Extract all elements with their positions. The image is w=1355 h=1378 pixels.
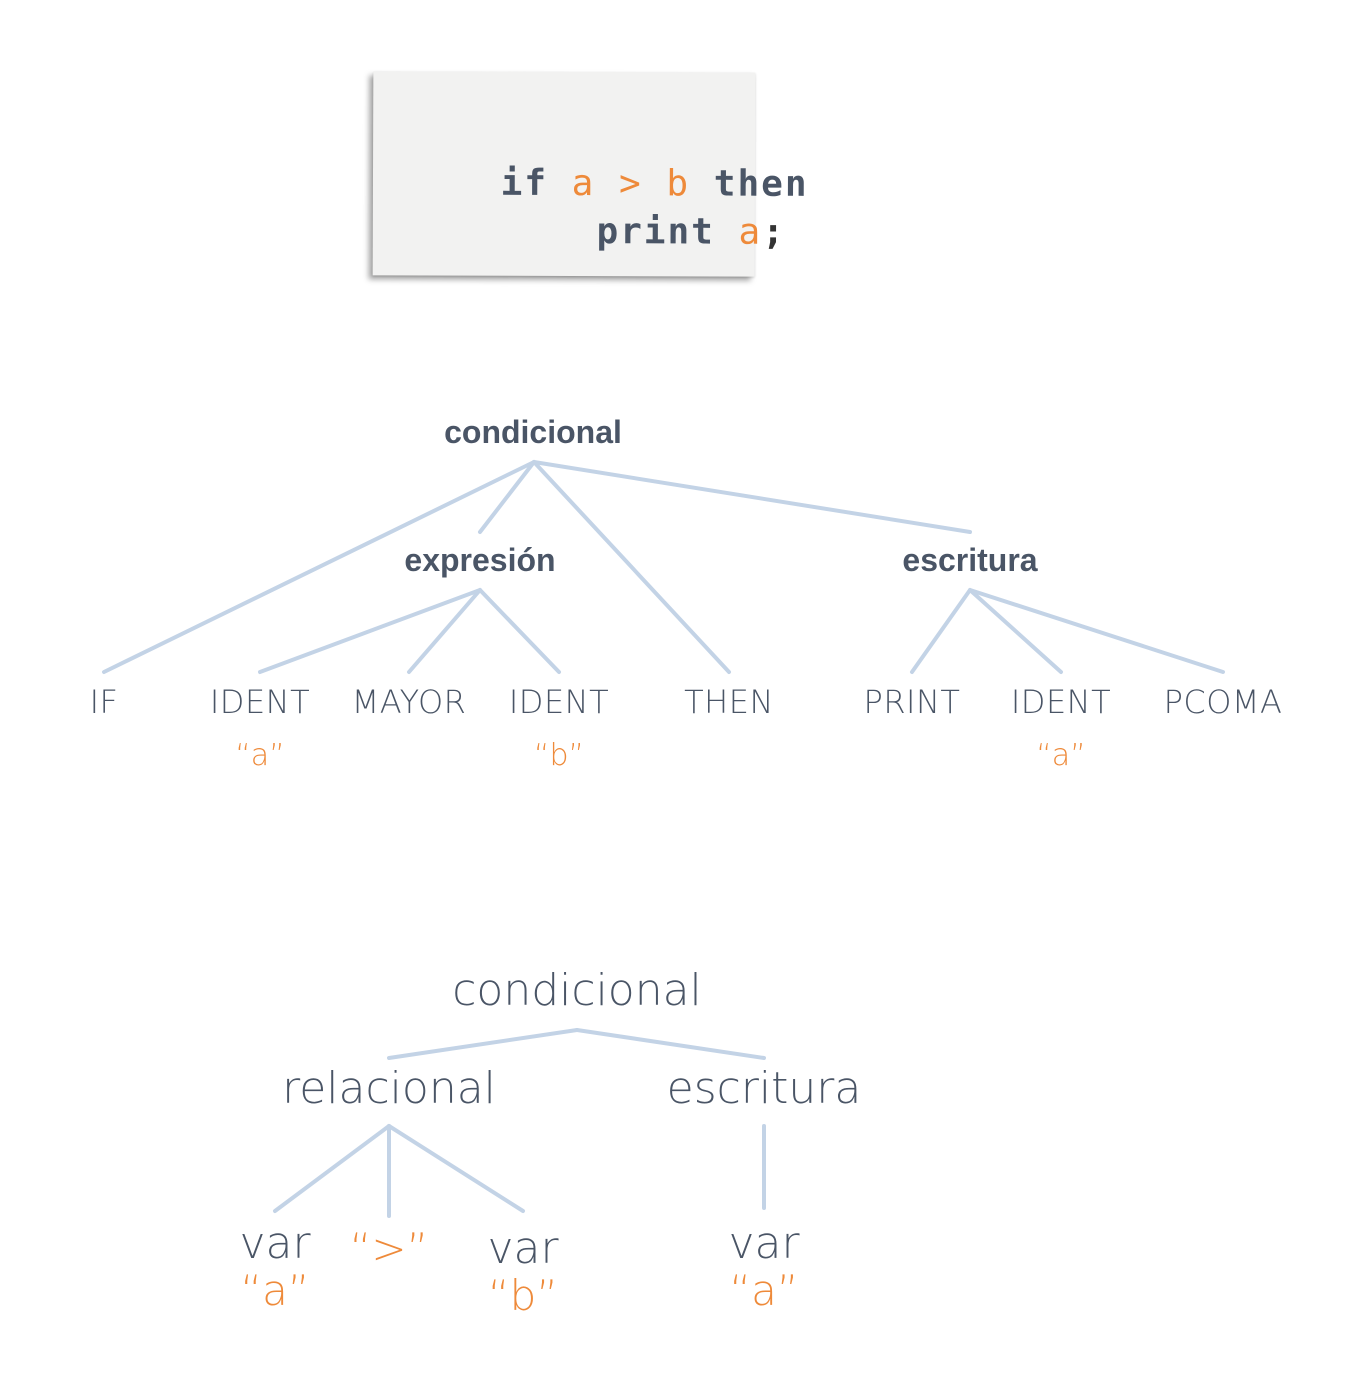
- edge-ast-relacional-var-b: [387, 1124, 525, 1213]
- ast-leaf-value-b: “b”: [487, 1271, 559, 1320]
- ast-leaf-var: var: [239, 1218, 311, 1269]
- parse-node-expresion: expresión: [404, 542, 556, 578]
- ast-node-escritura: escritura: [666, 1063, 862, 1114]
- token-then: THEN: [684, 683, 774, 721]
- ast-leaf-var: var: [728, 1218, 800, 1269]
- edge-condicional-escritura: [532, 460, 972, 534]
- ast-leaf-value-a: “a”: [729, 1266, 799, 1315]
- parse-node-condicional: condicional: [444, 414, 622, 450]
- edge-condicional-if: [102, 460, 536, 674]
- ast-leaf-value-a: “a”: [240, 1266, 310, 1315]
- edge-condicional-then: [532, 460, 731, 674]
- edge-escritura-print: [910, 588, 972, 674]
- token-mayor: MAYOR: [351, 683, 467, 721]
- ast-node-relacional: relacional: [282, 1063, 496, 1114]
- lexeme-a: “a”: [235, 738, 285, 773]
- edge-expresion-ident-a: [258, 588, 482, 674]
- ast-node-condicional: condicional: [452, 965, 702, 1016]
- token-ident: IDENT: [508, 683, 610, 721]
- parse-node-escritura: escritura: [902, 542, 1038, 578]
- token-ident: IDENT: [209, 683, 311, 721]
- token-print: PRINT: [863, 683, 961, 721]
- edge-expresion-ident-b: [478, 588, 561, 674]
- ast-leaf-var: var: [487, 1223, 559, 1274]
- edge-ast-condicional-escritura: [575, 1028, 766, 1060]
- edge-ast-relacional-var-a: [273, 1124, 391, 1213]
- edge-ast-condicional-relacional: [387, 1028, 579, 1060]
- lexeme-a: “a”: [1036, 738, 1086, 773]
- token-pcoma: PCOMA: [1163, 683, 1283, 721]
- ast-leaf-value-gt: “>”: [349, 1224, 429, 1273]
- token-ident: IDENT: [1010, 683, 1112, 721]
- edge-escritura-ident-a: [968, 588, 1063, 674]
- lexeme-b: “b”: [533, 738, 585, 773]
- token-if: IF: [89, 683, 119, 721]
- edge-escritura-pcoma: [968, 588, 1225, 674]
- edge-expresion-mayor: [407, 588, 482, 674]
- edge-condicional-expresion: [478, 460, 536, 534]
